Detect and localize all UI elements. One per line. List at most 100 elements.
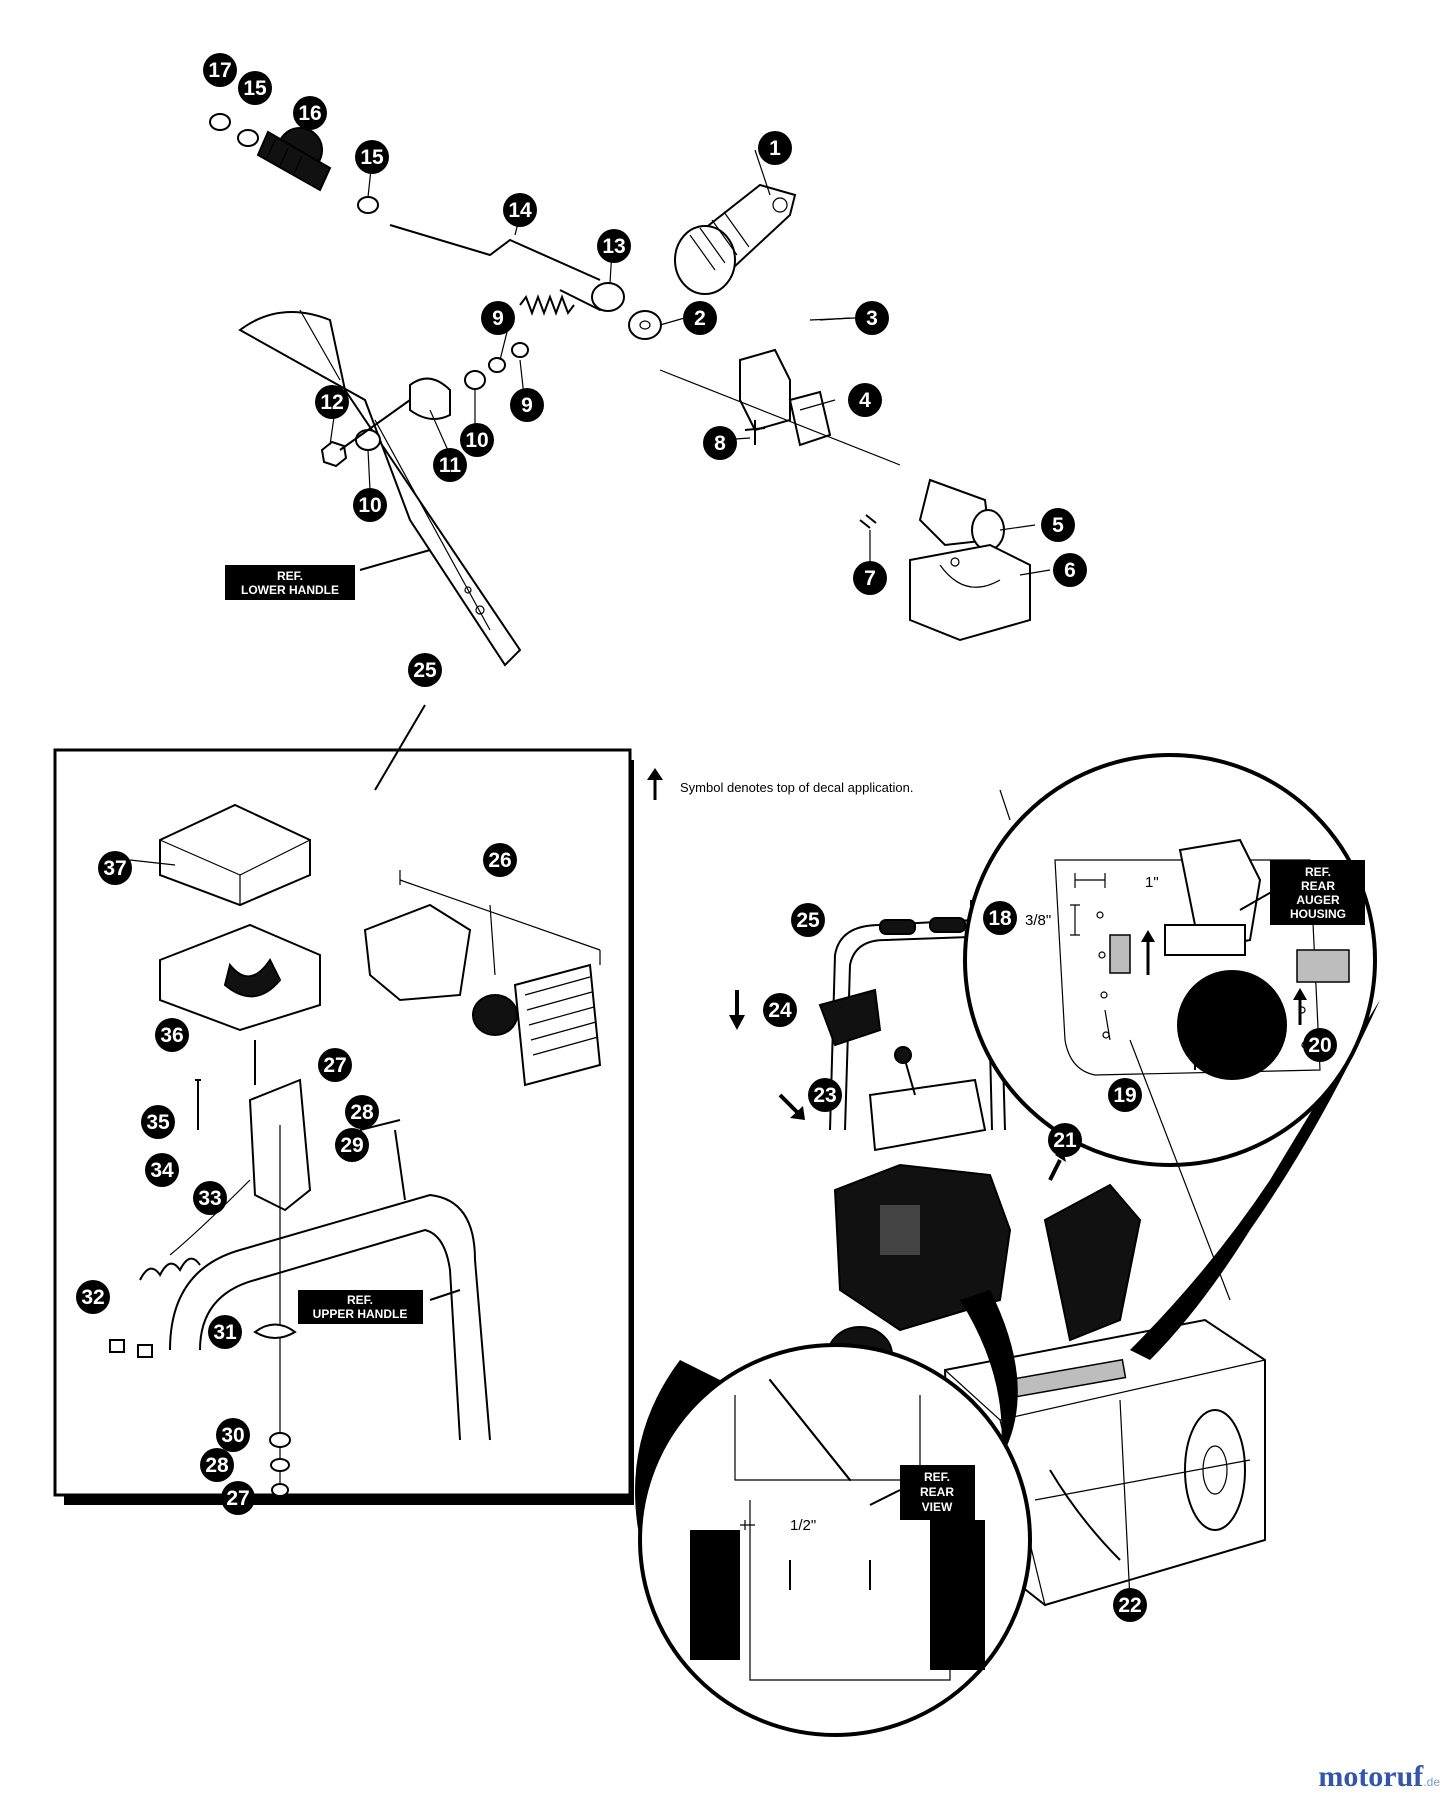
svg-text:27: 27 [226, 1487, 249, 1510]
callout-4: 4 [848, 383, 882, 417]
svg-text:9: 9 [492, 307, 504, 330]
light-assembly-panel: REF. UPPER HANDLE [53, 704, 634, 1505]
callout-31: 31 [208, 1315, 242, 1349]
callout-15b: 15 [355, 140, 389, 174]
callouts: 1 2 3 4 5 6 7 8 9 9 10 10 11 12 13 14 15… [76, 53, 1337, 1622]
watermark-text: motoruf [1318, 1760, 1424, 1793]
svg-text:10: 10 [465, 429, 488, 452]
callout-3: 3 [855, 301, 889, 335]
callout-8: 8 [703, 426, 737, 460]
svg-text:25: 25 [796, 909, 820, 932]
svg-text:29: 29 [340, 1134, 363, 1157]
control-panel [868, 1078, 987, 1152]
callout-30: 30 [216, 1418, 250, 1452]
headlight [818, 988, 882, 1047]
svg-text:19: 19 [1113, 1084, 1136, 1107]
svg-text:22: 22 [1118, 1594, 1141, 1617]
svg-text:9: 9 [521, 394, 533, 417]
callout-9a: 9 [481, 301, 515, 335]
svg-text:14: 14 [508, 199, 532, 222]
decal-note: Symbol denotes top of decal application. [647, 768, 913, 800]
ref-rear-view-line2: REAR [920, 1485, 954, 1499]
spring [519, 294, 575, 316]
svg-text:31: 31 [213, 1321, 237, 1344]
handle-grip-1 [674, 183, 797, 295]
svg-text:36: 36 [160, 1024, 183, 1047]
ref-rear-auger-line1: REF. [1305, 865, 1331, 879]
callout-36: 36 [155, 1018, 189, 1052]
ref-lower-handle-tag [225, 565, 355, 600]
svg-text:30: 30 [221, 1424, 244, 1447]
svg-text:33: 33 [198, 1187, 221, 1210]
svg-text:37: 37 [103, 857, 126, 880]
callout-20: 20 [1303, 1028, 1337, 1062]
callout-19: 19 [1108, 1078, 1142, 1112]
svg-text:7: 7 [864, 567, 876, 590]
housing-6 [909, 543, 1031, 642]
switch-5 [918, 478, 1005, 551]
light-cover [159, 803, 311, 907]
svg-text:34: 34 [150, 1159, 174, 1182]
callout-23: 23 [808, 1078, 842, 1112]
callout-12: 12 [315, 385, 349, 419]
dim-3-8-inch: 3/8" [1025, 912, 1051, 929]
svg-text:32: 32 [81, 1286, 104, 1309]
svg-text:8: 8 [714, 432, 726, 455]
callout-21: 21 [1048, 1123, 1082, 1157]
svg-text:24: 24 [768, 999, 792, 1022]
ref-rear-auger-line3: AUGER [1296, 893, 1340, 907]
callout-14: 14 [503, 193, 537, 227]
callout-16: 16 [293, 96, 327, 130]
callout-28b: 28 [200, 1448, 234, 1482]
callout-10b: 10 [353, 488, 387, 522]
callout-13: 13 [597, 229, 631, 263]
callout-10a: 10 [460, 423, 494, 457]
reflector [363, 903, 472, 1002]
dim-1-inch: 1" [1145, 874, 1159, 891]
callout-28a: 28 [345, 1095, 379, 1129]
callout-2: 2 [683, 301, 717, 335]
ref-rear-view-tag [900, 1465, 975, 1520]
svg-text:3: 3 [866, 307, 878, 330]
svg-text:4: 4 [859, 389, 871, 412]
svg-text:13: 13 [602, 235, 625, 258]
svg-text:10: 10 [358, 494, 381, 517]
callout-5: 5 [1041, 508, 1075, 542]
bracket-4 [739, 348, 791, 432]
ref-rear-auger-housing-tag [1270, 860, 1365, 925]
svg-text:2: 2 [694, 307, 706, 330]
detail-rear-view: 1/2" REF. REAR VIEW [635, 1290, 1032, 1737]
svg-text:20: 20 [1308, 1034, 1331, 1057]
callout-25-top: 25 [408, 653, 442, 687]
callout-29: 29 [335, 1128, 369, 1162]
svg-text:28: 28 [350, 1101, 374, 1124]
ref-rear-view-line3: VIEW [922, 1500, 953, 1514]
callout-34: 34 [145, 1153, 179, 1187]
callout-17: 17 [203, 53, 237, 87]
discharge-chute [1043, 1183, 1142, 1342]
detail-rear-auger-housing: 1" 3/8" REF. REAR AUGER HOUSING [963, 753, 1380, 1360]
ref-rear-auger-line4: HOUSING [1290, 907, 1346, 921]
callout-24: 24 [763, 993, 797, 1027]
dim-1-2-inch: 1/2" [790, 1517, 816, 1534]
ref-upper-handle-line1: REF. [347, 1293, 373, 1307]
callout-26: 26 [483, 843, 517, 877]
callout-11: 11 [433, 448, 467, 482]
callout-37: 37 [98, 851, 132, 885]
ref-lower-handle-line2: LOWER HANDLE [241, 583, 339, 597]
svg-text:11: 11 [439, 454, 462, 477]
callout-6: 6 [1053, 553, 1087, 587]
svg-text:18: 18 [988, 907, 1012, 930]
svg-text:5: 5 [1052, 514, 1064, 537]
callout-32: 32 [76, 1280, 110, 1314]
svg-text:23: 23 [813, 1084, 836, 1107]
callout-35: 35 [141, 1105, 175, 1139]
ref-upper-handle-tag [298, 1290, 423, 1324]
svg-text:12: 12 [320, 391, 343, 414]
watermark: motoruf.de [1318, 1760, 1440, 1794]
svg-text:28: 28 [205, 1454, 229, 1477]
shaft-rod [389, 224, 601, 281]
watermark-suffix: .de [1423, 1775, 1440, 1789]
grip-16 [256, 127, 332, 192]
